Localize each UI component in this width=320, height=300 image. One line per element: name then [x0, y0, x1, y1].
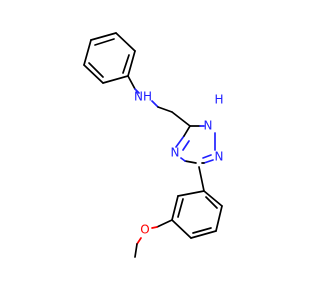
- bond: [182, 140, 190, 151]
- bond: [183, 125, 191, 137]
- methoxyphenyl-ring: [171, 190, 223, 239]
- bond: [127, 50, 136, 77]
- bond: [115, 32, 136, 52]
- bond: [171, 219, 192, 239]
- bond: [157, 106, 173, 113]
- bond: [83, 64, 104, 84]
- bond: [203, 159, 214, 164]
- triazole-n2-label: N: [215, 150, 224, 164]
- bond: [177, 190, 205, 197]
- triazole-ring: [175, 125, 216, 164]
- bond: [215, 205, 223, 232]
- bond: [102, 75, 129, 84]
- bond: [134, 88, 140, 94]
- bond: [136, 237, 142, 245]
- bond: [151, 226, 158, 229]
- bond: [171, 111, 191, 127]
- bond: [94, 38, 115, 46]
- bond: [190, 230, 217, 239]
- phenyl-ring: [83, 32, 136, 84]
- triazole-n4-label: N: [171, 146, 180, 160]
- bond: [90, 32, 117, 41]
- triazole-n1-label: N: [204, 119, 213, 133]
- bond: [83, 39, 92, 66]
- bond: [192, 227, 212, 234]
- methoxy-o-label: O: [140, 223, 149, 237]
- bond: [156, 219, 173, 228]
- bond: [88, 62, 104, 78]
- bond: [203, 190, 223, 207]
- bond: [127, 75, 136, 90]
- bond: [198, 166, 205, 192]
- bond: [122, 54, 130, 74]
- bond: [175, 135, 185, 148]
- bond: [151, 100, 159, 108]
- background: [0, 0, 300, 300]
- triazole-h-label: H: [214, 93, 223, 107]
- bond: [177, 198, 184, 218]
- bond: [205, 196, 218, 209]
- bond: [184, 160, 197, 164]
- bond: [180, 157, 186, 162]
- bond: [202, 154, 212, 159]
- molecule-structure: NH H N N N: [0, 0, 300, 300]
- bond: [171, 195, 179, 221]
- amine-nh-label: NH: [134, 90, 152, 104]
- bond: [134, 243, 138, 258]
